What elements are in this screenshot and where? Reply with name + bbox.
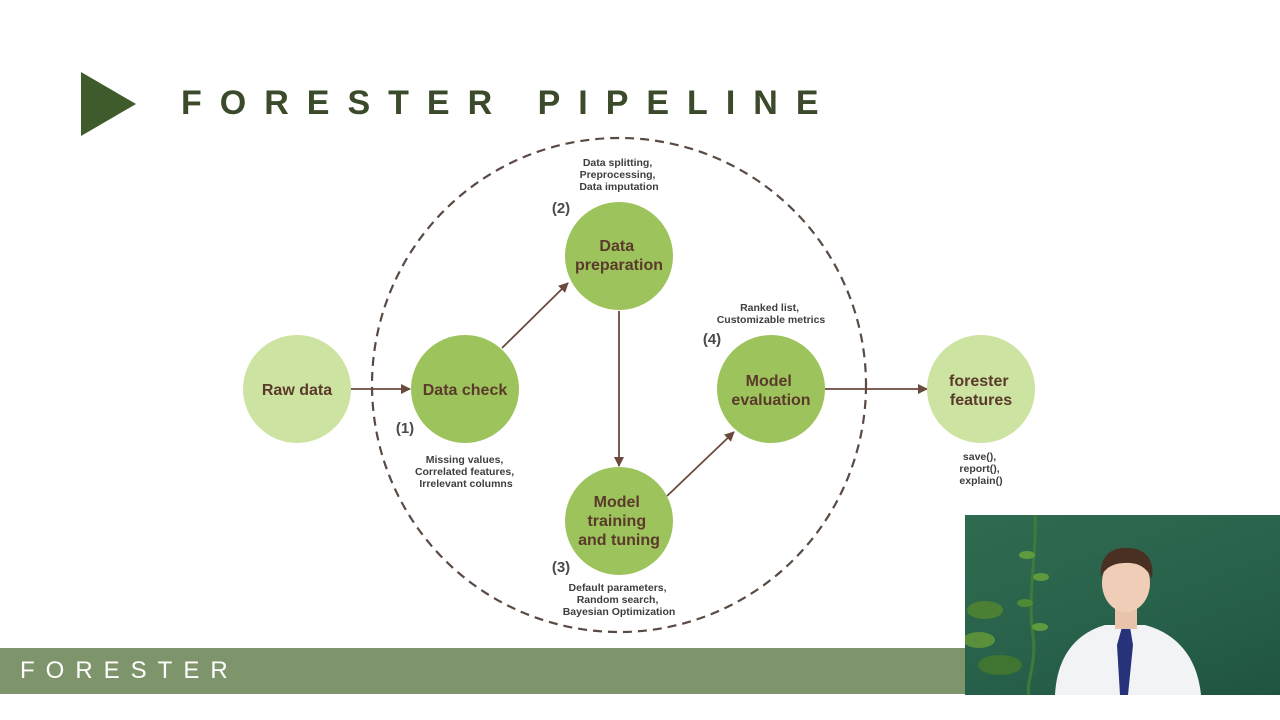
model-training-label-line-3: and tuning	[578, 532, 660, 549]
data-check-node	[411, 335, 519, 443]
step-1-label: (1)	[396, 420, 414, 437]
raw-data-label-line: Raw data	[262, 382, 332, 399]
forester-features-label-line-2: features	[950, 392, 1012, 409]
model-training-note-line-1: Default parameters,	[569, 582, 667, 594]
data-preparation-label-line-1: Data	[599, 238, 634, 255]
forester-features-note-line-2: report(),	[959, 463, 999, 475]
step-4-label: (4)	[703, 331, 721, 348]
model-training-note-line-2: Random search,	[577, 594, 659, 606]
forester-features-note-line-1: save(),	[963, 451, 996, 463]
data-check-note-line-3: Irrelevant columns	[419, 478, 513, 490]
step-2-label: (2)	[552, 200, 570, 217]
pipeline-boundary	[370, 136, 868, 634]
forester-features-label: forester features	[949, 373, 1013, 409]
data-check-label-line: Data check	[423, 382, 508, 399]
model-training-note: Default parameters, Random search, Bayes…	[563, 582, 676, 618]
model-evaluation-label: Model evaluation	[731, 373, 810, 409]
step-3-label: (3)	[552, 559, 570, 576]
slide-title: FORESTER PIPELINE	[181, 84, 837, 122]
footer-band	[0, 648, 965, 694]
data-preparation-note-line-3: Data imputation	[579, 181, 658, 193]
forester-features-note: save(), report(), explain()	[959, 451, 1002, 487]
title-arrow-icon	[81, 72, 136, 136]
data-check-note-line-1: Missing values,	[426, 454, 504, 466]
data-check-note: Missing values, Correlated features, Irr…	[415, 454, 517, 490]
data-check-label: Data check	[423, 382, 508, 399]
model-training-node	[565, 467, 673, 575]
arrow-training-to-eval	[666, 431, 735, 497]
model-evaluation-note-line-1: Ranked list,	[740, 302, 799, 314]
data-preparation-note: Data splitting, Preprocessing, Data impu…	[579, 157, 658, 193]
model-training-label-line-2: training	[587, 513, 646, 530]
data-preparation-label-line-2: preparation	[575, 257, 663, 274]
arrow-check-to-prep	[501, 282, 569, 349]
webcam-feed	[965, 515, 1280, 695]
model-training-label-line-1: Model	[594, 494, 640, 511]
pipeline-diagram: Raw data Data check Data preparation Mod…	[243, 136, 1035, 634]
model-training-note-line-3: Bayesian Optimization	[563, 606, 676, 618]
data-check-note-line-2: Correlated features,	[415, 466, 514, 478]
raw-data-label: Raw data	[262, 382, 332, 399]
model-training-label: Model training and tuning	[578, 494, 660, 549]
data-preparation-node	[565, 202, 673, 310]
data-preparation-note-line-1: Data splitting,	[583, 157, 653, 169]
model-evaluation-note: Ranked list, Customizable metrics	[717, 302, 826, 326]
model-evaluation-note-line-2: Customizable metrics	[717, 314, 826, 326]
forester-features-label-line-1: forester	[949, 373, 1009, 390]
model-evaluation-label-line-2: evaluation	[731, 392, 810, 409]
data-preparation-note-line-2: Preprocessing,	[580, 169, 656, 181]
person-video-feed-icon	[965, 515, 1201, 695]
model-evaluation-node	[717, 335, 825, 443]
raw-data-node	[243, 335, 351, 443]
forester-features-note-line-3: explain()	[959, 475, 1002, 487]
footer-brand: FORESTER	[20, 657, 239, 684]
forester-features-node	[927, 335, 1035, 443]
data-preparation-label: Data preparation	[575, 238, 663, 274]
model-evaluation-label-line-1: Model	[746, 373, 792, 390]
